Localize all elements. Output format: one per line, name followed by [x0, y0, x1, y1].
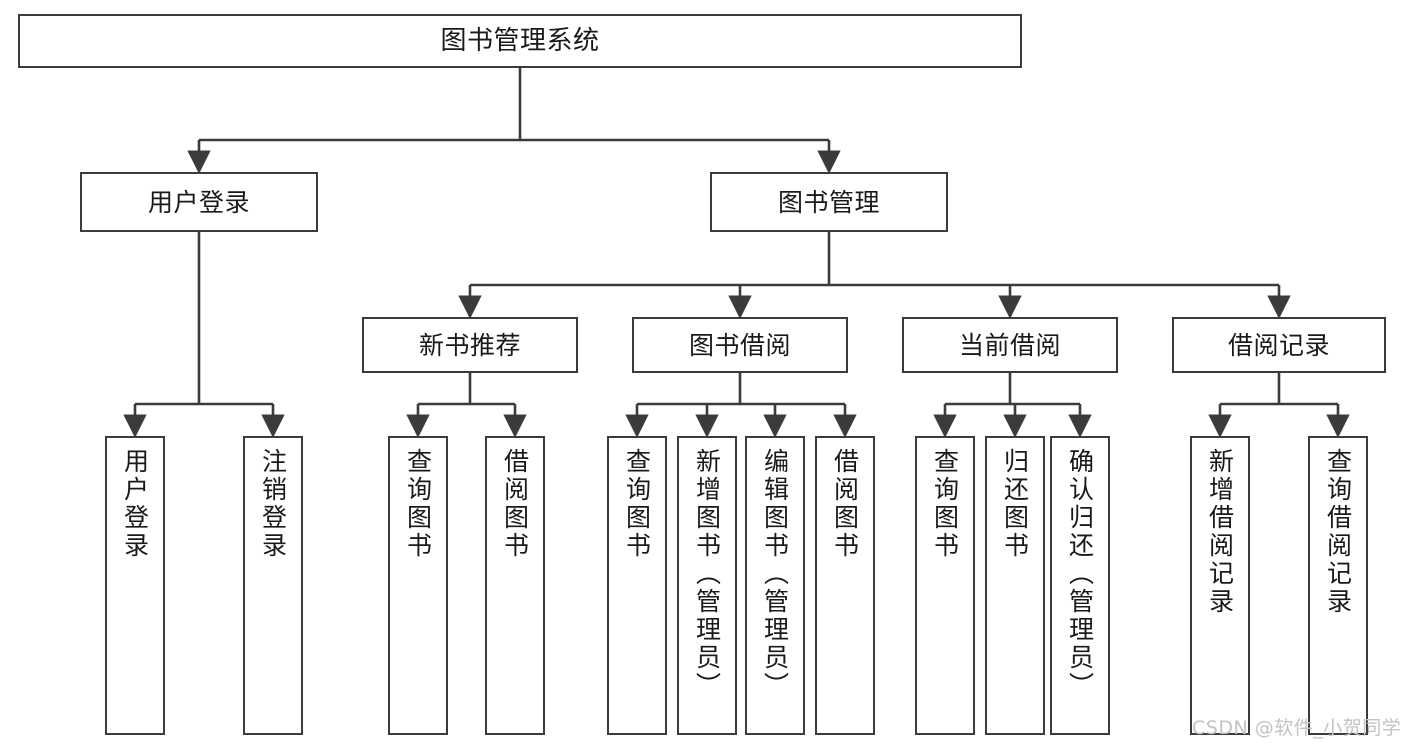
node-leaf-borrow-book-1[interactable]: 借阅图书: [485, 436, 545, 735]
node-label: 图书借阅: [688, 330, 791, 360]
node-label: 确认归还（管理员）: [1065, 448, 1095, 700]
csdn-watermark: CSDN @软件_小贺同学: [1192, 717, 1402, 739]
node-root[interactable]: 图书管理系统: [18, 14, 1022, 68]
node-label: 借阅图书: [830, 448, 860, 560]
node-current-borrow[interactable]: 当前借阅: [902, 317, 1118, 373]
node-leaf-query-book-2[interactable]: 查询图书: [607, 436, 667, 735]
node-label: 查询借阅记录: [1323, 448, 1353, 616]
node-leaf-borrow-book-2[interactable]: 借阅图书: [815, 436, 875, 735]
node-user-login[interactable]: 用户登录: [80, 172, 318, 232]
node-leaf-add-book[interactable]: 新增图书（管理员）: [677, 436, 737, 735]
node-borrow-record[interactable]: 借阅记录: [1172, 317, 1386, 373]
node-label: 借阅记录: [1227, 330, 1330, 360]
node-label: 查询图书: [403, 448, 433, 560]
node-label: 新增借阅记录: [1205, 448, 1235, 616]
connector-bus-current-borrow: [945, 373, 1080, 406]
node-leaf-query-record[interactable]: 查询借阅记录: [1308, 436, 1368, 735]
node-leaf-add-record[interactable]: 新增借阅记录: [1190, 436, 1250, 735]
node-leaf-edit-book[interactable]: 编辑图书（管理员）: [745, 436, 805, 735]
connector-bus-user-login: [135, 232, 273, 406]
node-label: 图书管理: [777, 187, 880, 217]
node-new-book-rec[interactable]: 新书推荐: [362, 317, 578, 373]
node-label: 借阅图书: [500, 448, 530, 560]
node-label: 归还图书: [1000, 448, 1030, 560]
node-label: 新书推荐: [418, 330, 521, 360]
node-label: 查询图书: [930, 448, 960, 560]
node-leaf-user-login[interactable]: 用户登录: [105, 436, 165, 735]
node-leaf-return-book[interactable]: 归还图书: [985, 436, 1045, 735]
node-leaf-user-logout[interactable]: 注销登录: [243, 436, 303, 735]
node-label: 当前借阅: [958, 330, 1061, 360]
connector-bus-book-borrow: [637, 373, 845, 406]
node-leaf-query-book-1[interactable]: 查询图书: [388, 436, 448, 735]
node-label: 注销登录: [258, 448, 288, 560]
node-leaf-query-book-3[interactable]: 查询图书: [915, 436, 975, 735]
node-label: 用户登录: [147, 187, 250, 217]
node-leaf-confirm-ret[interactable]: 确认归还（管理员）: [1050, 436, 1110, 735]
node-label: 新增图书（管理员）: [692, 448, 722, 700]
connector-bus-borrow-record: [1220, 373, 1338, 406]
node-book-manage[interactable]: 图书管理: [710, 172, 948, 232]
node-label: 用户登录: [120, 448, 150, 560]
node-label: 编辑图书（管理员）: [760, 448, 790, 700]
connector-bus-book-manage: [470, 232, 1279, 287]
connector-bus-root: [199, 68, 829, 142]
node-label: 图书管理系统: [440, 25, 600, 56]
connector-bus-new-book-rec: [418, 373, 515, 406]
node-label: 查询图书: [622, 448, 652, 560]
node-book-borrow[interactable]: 图书借阅: [632, 317, 848, 373]
